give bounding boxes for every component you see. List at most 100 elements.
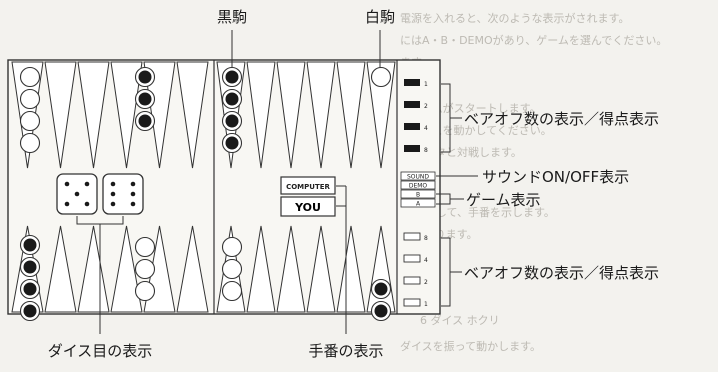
- point-bottom: [336, 225, 366, 313]
- dice-label: ダイス目の表示: [48, 342, 153, 360]
- die-pip: [74, 191, 80, 197]
- game-label-callout: ゲーム表示: [466, 191, 541, 209]
- die-right: [102, 173, 144, 215]
- black-checker: [19, 256, 41, 278]
- point-top: [110, 61, 143, 169]
- you-turn-label: YOU: [294, 201, 321, 214]
- bearoff-top-label: ベアオフ数の表示／得点表示: [464, 110, 659, 128]
- point-top: [77, 61, 110, 169]
- bg-text-line-2: にはA・B・DEMOがあり、ゲームを選んでください。: [400, 33, 667, 47]
- point-top: [176, 61, 209, 169]
- point-bottom: [176, 225, 209, 313]
- black-checker: [19, 300, 41, 322]
- turn-indicator: COMPUTER YOU: [280, 176, 336, 217]
- sound-label-callout: サウンドON/OFF表示: [482, 168, 629, 186]
- game-b-box: [400, 189, 436, 199]
- black-checker: [19, 234, 41, 256]
- demo-label: DEMO: [409, 183, 428, 190]
- die-pip: [130, 201, 136, 207]
- white-checker: [134, 258, 156, 280]
- point-bottom: [276, 225, 306, 313]
- white-checker: [221, 280, 243, 302]
- bearoff-scale-bottom: 2: [424, 279, 428, 286]
- die-pip: [130, 191, 136, 197]
- game-a-label: A: [416, 201, 421, 208]
- white-checker: [134, 236, 156, 258]
- point-bottom: [110, 225, 143, 313]
- black-checker: [134, 110, 156, 132]
- black-checker: [19, 278, 41, 300]
- bearoff-scale-top: 8: [424, 147, 428, 154]
- bg-text-line-1: 電源を入れると、次のような表示がされます。: [400, 11, 629, 25]
- black-checker: [134, 66, 156, 88]
- black-checker-label: 黒駒: [217, 8, 247, 26]
- bearoff-bar-empty: [403, 298, 421, 307]
- bearoff-bar-empty: [403, 232, 421, 241]
- die-pip: [110, 201, 116, 207]
- point-top: [276, 61, 306, 169]
- point-top: [306, 61, 336, 169]
- white-checker: [370, 66, 392, 88]
- point-bottom: [246, 225, 276, 313]
- computer-turn-label: COMPUTER: [286, 183, 330, 191]
- white-checker: [19, 88, 41, 110]
- bearoff-scale-bottom: 4: [424, 257, 428, 264]
- die-pip: [64, 181, 70, 187]
- die-pip: [84, 181, 90, 187]
- bearoff-bar-empty: [403, 254, 421, 263]
- bearoff-bottom-label: ベアオフ数の表示／得点表示: [464, 264, 659, 282]
- die-pip: [130, 181, 136, 187]
- black-checker: [221, 88, 243, 110]
- computer-turn-box: [280, 176, 336, 195]
- die-pip: [110, 191, 116, 197]
- white-checker: [134, 280, 156, 302]
- board-checkers: [19, 66, 392, 322]
- you-turn-box: [280, 196, 336, 217]
- bearoff-bottom-bracket: [441, 237, 462, 307]
- white-checker: [19, 110, 41, 132]
- demo-box: [400, 180, 436, 190]
- bg-text-line-4: ゲームがスタートします。: [410, 101, 541, 115]
- die-pip: [84, 201, 90, 207]
- bearoff-bar-empty: [403, 276, 421, 285]
- bg-text-line-10: ダイスを振って動かします。: [400, 339, 541, 353]
- bearoff-scale-top: 2: [424, 103, 428, 110]
- white-checker: [19, 66, 41, 88]
- sound-label: SOUND: [407, 174, 429, 181]
- callout-lines: [76, 30, 478, 334]
- point-bottom: [44, 225, 77, 313]
- mode-display: SOUND DEMO B A: [400, 171, 436, 208]
- bearoff-bar-filled: [404, 123, 420, 130]
- bearoff-scale-top: 4: [424, 125, 428, 132]
- black-checker: [221, 132, 243, 154]
- die-pip: [110, 181, 116, 187]
- bg-text-line-9: 6 ダイス ホクリ: [420, 313, 500, 327]
- black-checker: [134, 88, 156, 110]
- white-checker: [19, 132, 41, 154]
- game-a-box: [400, 198, 436, 208]
- bearoff-bar-filled: [404, 79, 420, 86]
- die-pip: [64, 201, 70, 207]
- bearoff-top-bracket: [441, 83, 462, 153]
- bearoff-scale-top: 1: [424, 81, 428, 88]
- point-top: [366, 61, 396, 169]
- point-bottom: [77, 225, 110, 313]
- game-b-label: B: [416, 192, 420, 199]
- bg-text-line-5: ピースを動かしてください。: [410, 123, 552, 137]
- sound-box: [400, 171, 436, 181]
- black-checker: [370, 300, 392, 322]
- point-top: [44, 61, 77, 169]
- game-bracket: [436, 193, 464, 205]
- white-checker-label: 白駒: [365, 8, 395, 26]
- black-checker: [221, 110, 243, 132]
- point-top: [336, 61, 366, 169]
- point-top: [246, 61, 276, 169]
- black-checker: [370, 278, 392, 300]
- bearoff-scale-bottom: 8: [424, 235, 428, 242]
- bearoff-bar-filled: [404, 145, 420, 152]
- point-bottom: [306, 225, 336, 313]
- dice-bracket: [76, 216, 124, 334]
- black-checker: [221, 66, 243, 88]
- white-checker: [221, 258, 243, 280]
